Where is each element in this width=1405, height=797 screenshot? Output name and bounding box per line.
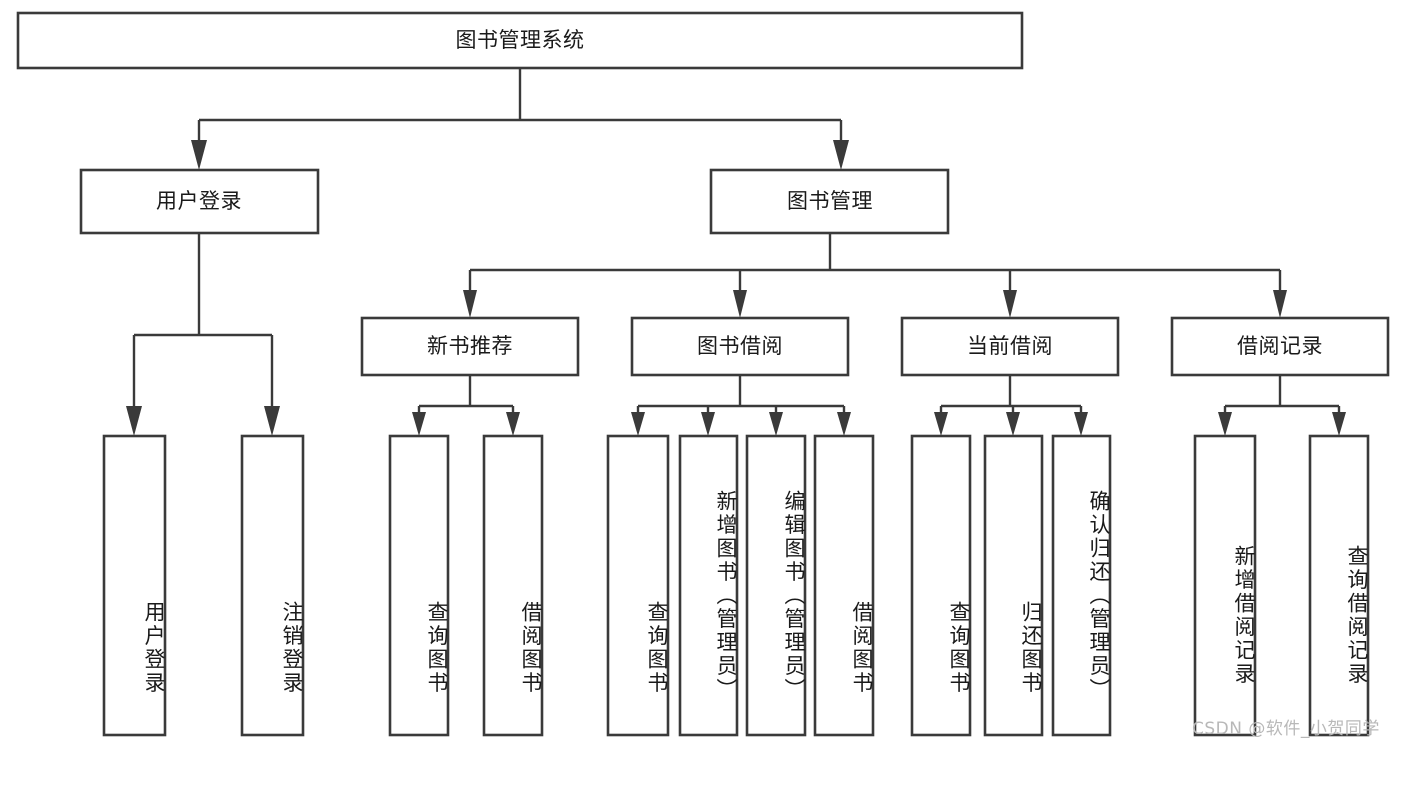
node-current-borrow-box[interactable] <box>900 316 1120 377</box>
leaf-return-book-box[interactable] <box>983 434 1044 737</box>
node-root-box[interactable] <box>16 11 1024 70</box>
connector-current-to-leaves <box>934 375 1088 436</box>
leaf-add-book-box[interactable] <box>678 434 739 737</box>
leaf-add-record-box[interactable] <box>1193 434 1257 737</box>
csdn-watermark: CSDN @软件_小贺同学 <box>1192 719 1380 739</box>
connector-recommend-to-leaves <box>412 375 520 436</box>
leaf-confirm-return-box[interactable] <box>1051 434 1112 737</box>
leaf-logout-login-box[interactable] <box>240 434 305 737</box>
connector-borrow-to-leaves <box>631 375 851 436</box>
leaf-logout-login-label: 注销登录 <box>280 600 304 695</box>
node-user-login-box[interactable] <box>79 168 320 235</box>
node-user-login-label: 用户登录 <box>156 189 242 213</box>
leaf-query-book-2-label: 查询图书 <box>645 600 669 695</box>
connector-root-to-level2 <box>191 68 849 170</box>
leaf-return-book-label: 归还图书 <box>1019 600 1043 695</box>
flowchart-svg: 图书管理系统 用户登录 图书管理 新书推荐 图书借阅 当前借阅 借阅记录 <box>16 11 1390 737</box>
node-book-borrow-label: 图书借阅 <box>697 334 783 358</box>
connector-user-login-to-leaves <box>126 233 280 436</box>
leaf-query-book-1-box[interactable] <box>388 434 450 737</box>
node-book-manage-label: 图书管理 <box>787 189 873 213</box>
leaf-query-book-1-label: 查询图书 <box>425 600 449 695</box>
leaf-add-record-label: 新增借阅记录 <box>1232 545 1256 686</box>
leaf-query-record-label: 查询借阅记录 <box>1345 545 1369 686</box>
connector-record-to-leaves <box>1218 375 1346 436</box>
leaf-query-book-3-box[interactable] <box>910 434 972 737</box>
leaf-borrow-book-2-label: 借阅图书 <box>850 600 874 695</box>
leaf-confirm-return-label: 确认归还（管理员） <box>1087 489 1111 702</box>
leaf-edit-book-label: 编辑图书（管理员） <box>782 489 806 702</box>
leaf-query-book-3-label: 查询图书 <box>947 600 971 695</box>
node-book-manage-box[interactable] <box>709 168 950 235</box>
leaf-borrow-book-1-label: 借阅图书 <box>519 600 543 695</box>
node-book-borrow-box[interactable] <box>630 316 850 377</box>
node-borrow-record-box[interactable] <box>1170 316 1390 377</box>
connector-book-manage-to-level3 <box>463 233 1287 318</box>
leaf-borrow-book-2-box[interactable] <box>813 434 875 737</box>
node-borrow-record-label: 借阅记录 <box>1237 334 1323 358</box>
node-current-borrow-label: 当前借阅 <box>967 334 1053 358</box>
node-new-book-recommend-box[interactable] <box>360 316 580 377</box>
leaf-query-book-2-box[interactable] <box>606 434 670 737</box>
leaf-edit-book-box[interactable] <box>745 434 807 737</box>
leaf-query-record-box[interactable] <box>1308 434 1370 737</box>
diagram-canvas: 图书管理系统 用户登录 图书管理 新书推荐 图书借阅 当前借阅 借阅记录 用户登… <box>16 11 1390 739</box>
leaf-borrow-book-1-box[interactable] <box>482 434 544 737</box>
leaf-add-book-label: 新增图书（管理员） <box>714 489 738 702</box>
node-root-label: 图书管理系统 <box>456 28 585 52</box>
node-new-book-recommend-label: 新书推荐 <box>427 334 513 358</box>
leaf-user-login-box[interactable] <box>102 434 167 737</box>
leaf-user-login-label: 用户登录 <box>142 600 166 695</box>
